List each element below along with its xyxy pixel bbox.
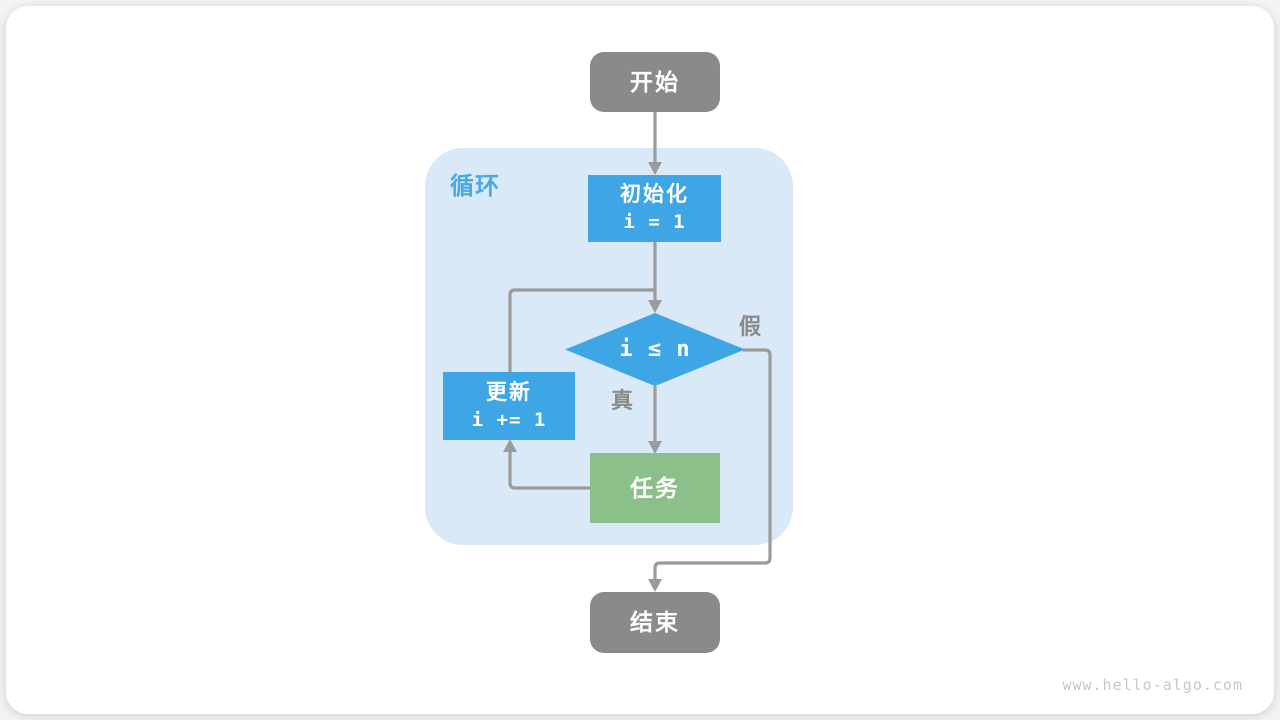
site-watermark: www.hello-algo.com <box>1062 676 1243 694</box>
node-task-label: 任务 <box>630 474 680 501</box>
edge-label-false-branch: 假 <box>739 314 762 339</box>
node-update-code: i += 1 <box>471 408 547 431</box>
node-end-label: 结束 <box>630 609 680 636</box>
edge-update-merge <box>508 288 654 373</box>
node-initialize: 初始化 i = 1 <box>588 175 721 242</box>
edge-task-to-update <box>508 451 590 490</box>
arrowhead-into-init <box>648 162 662 175</box>
node-condition-expression: i ≤ n <box>619 336 691 362</box>
node-update: 更新 i += 1 <box>443 372 575 440</box>
node-update-title: 更新 <box>486 380 532 404</box>
arrowhead-into-task <box>648 441 662 454</box>
arrowhead-into-update <box>503 439 517 452</box>
edge-cond-to-end <box>653 348 772 580</box>
arrowhead-into-cond <box>648 300 662 313</box>
loop-scope-label: 循环 <box>450 173 500 200</box>
node-task: 任务 <box>590 453 720 523</box>
node-initialize-title: 初始化 <box>620 183 689 206</box>
edge-label-true-branch: 真 <box>611 388 634 413</box>
node-start: 开始 <box>590 52 720 112</box>
node-initialize-code: i = 1 <box>623 211 686 234</box>
node-start-label: 开始 <box>630 68 680 95</box>
node-end: 结束 <box>590 592 720 653</box>
arrowhead-into-end <box>648 579 662 592</box>
